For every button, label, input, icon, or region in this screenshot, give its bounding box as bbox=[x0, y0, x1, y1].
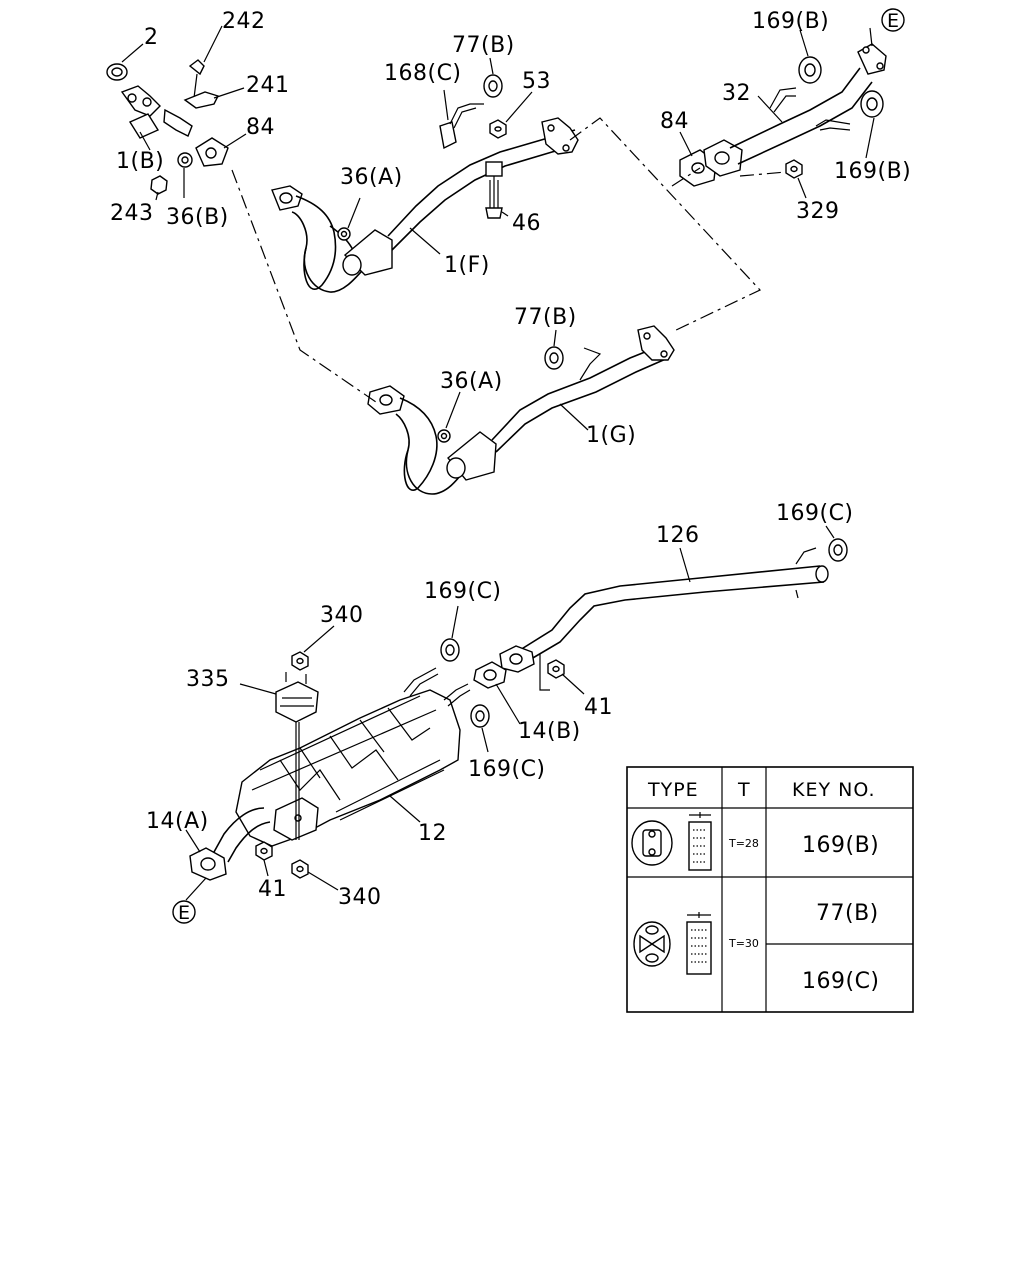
label-169c-mid: 169(C) bbox=[424, 579, 502, 604]
nut-340-low bbox=[291, 859, 309, 879]
hanger-77b-top bbox=[483, 74, 503, 98]
table-row2-t: T=30 bbox=[728, 937, 759, 950]
manifold-flange-assembly bbox=[106, 59, 229, 195]
label-126: 126 bbox=[656, 523, 700, 548]
front-pipe-1f bbox=[271, 117, 579, 293]
hanger-169b-right bbox=[860, 90, 884, 118]
label-169b-right: 169(B) bbox=[834, 159, 911, 184]
hanger-169c-mid bbox=[440, 638, 460, 662]
bracket-168c bbox=[439, 103, 484, 150]
nut-340-top bbox=[291, 651, 309, 671]
label-329: 329 bbox=[796, 199, 840, 224]
tail-pipe-126 bbox=[473, 547, 829, 691]
hanger-169b-top bbox=[798, 56, 822, 84]
bolt-46 bbox=[485, 161, 503, 219]
hanger-77b-mid bbox=[544, 346, 564, 370]
hanger-type-b-icon bbox=[631, 820, 673, 866]
table-row1-t: T=28 bbox=[728, 837, 759, 850]
label-84-left: 84 bbox=[246, 115, 275, 140]
table-header-key: KEY NO. bbox=[792, 779, 876, 801]
label-32: 32 bbox=[722, 81, 751, 106]
label-84-right: 84 bbox=[660, 109, 689, 134]
reference-lines bbox=[231, 117, 787, 403]
marker-e-top bbox=[881, 8, 905, 32]
label-340-low: 340 bbox=[338, 885, 382, 910]
hanger-thickness-30-icon bbox=[686, 912, 712, 975]
label-46: 46 bbox=[512, 211, 541, 236]
label-242: 242 bbox=[222, 9, 266, 34]
label-77b-top: 77(B) bbox=[452, 33, 515, 58]
marker-e-low bbox=[172, 900, 196, 924]
table-row2-key2: 169(C) bbox=[802, 969, 880, 994]
hanger-169c-top bbox=[828, 538, 848, 562]
label-169b-top: 169(B) bbox=[752, 9, 829, 34]
label-1g: 1(G) bbox=[586, 423, 636, 448]
hanger-169c-low bbox=[470, 704, 490, 728]
label-53: 53 bbox=[522, 69, 551, 94]
marker-e-low-letter: E bbox=[178, 902, 191, 924]
nut-53 bbox=[489, 119, 507, 139]
label-36a-mid: 36(A) bbox=[440, 369, 503, 394]
table-row2-key1: 77(B) bbox=[816, 901, 879, 926]
label-36b: 36(B) bbox=[166, 205, 229, 230]
table-header-t: T bbox=[737, 779, 751, 801]
label-2: 2 bbox=[144, 25, 159, 50]
hanger-type-c-icon bbox=[633, 921, 671, 967]
label-77b-mid: 77(B) bbox=[514, 305, 577, 330]
label-14b: 14(B) bbox=[518, 719, 581, 744]
hanger-thickness-28-icon bbox=[688, 812, 712, 871]
label-169c-low: 169(C) bbox=[468, 757, 546, 782]
label-335: 335 bbox=[186, 667, 230, 692]
marker-e-top-letter: E bbox=[887, 10, 900, 32]
label-41-low: 41 bbox=[258, 877, 287, 902]
label-14a: 14(A) bbox=[146, 809, 209, 834]
label-41-right: 41 bbox=[584, 695, 613, 720]
label-12: 12 bbox=[418, 821, 447, 846]
label-1f: 1(F) bbox=[444, 253, 490, 278]
mount-335 bbox=[275, 672, 319, 840]
type-table: TYPE T KEY NO. T=28 169(B) bbox=[626, 766, 914, 1013]
label-36a-top: 36(A) bbox=[340, 165, 403, 190]
label-241: 241 bbox=[246, 73, 290, 98]
label-169c-top: 169(C) bbox=[776, 501, 854, 526]
front-pipe-1g bbox=[367, 325, 675, 495]
label-243: 243 bbox=[110, 201, 154, 226]
table-row1-key: 169(B) bbox=[802, 833, 879, 858]
muffler-12 bbox=[189, 667, 471, 881]
table-header-type: TYPE bbox=[647, 779, 699, 801]
label-1b: 1(B) bbox=[116, 149, 164, 174]
intermediate-pipe-32 bbox=[679, 43, 887, 187]
label-168c: 168(C) bbox=[384, 61, 462, 86]
label-340-top: 340 bbox=[320, 603, 364, 628]
leader-lines bbox=[121, 25, 875, 901]
